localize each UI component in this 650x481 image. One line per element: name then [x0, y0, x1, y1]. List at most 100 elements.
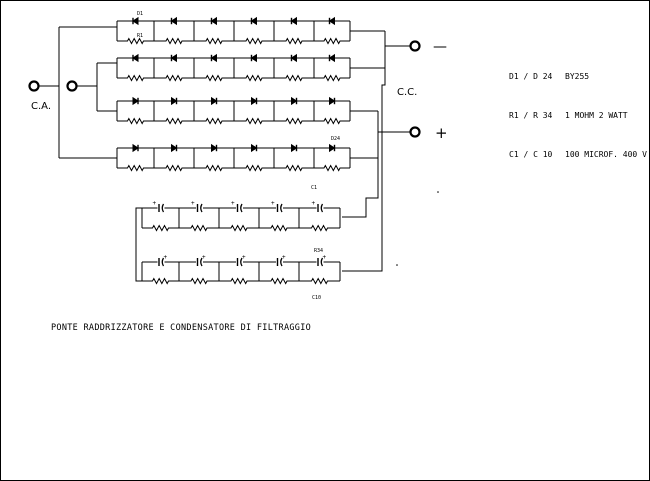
diode [290, 53, 297, 63]
resistor [194, 117, 234, 125]
legend-value: BY255 [565, 72, 590, 81]
capacitor: + [231, 200, 243, 213]
capacitor: + [236, 254, 246, 267]
resistor [142, 277, 179, 285]
wire [135, 207, 142, 282]
diode [170, 53, 177, 63]
svg-text:+: + [231, 200, 235, 207]
svg-text:+: + [153, 200, 157, 207]
resistor [274, 37, 314, 45]
resistor [234, 74, 274, 82]
resistor [194, 37, 234, 45]
ac-terminal-right [66, 80, 78, 92]
capacitor: + [271, 200, 283, 213]
diode [251, 143, 258, 153]
capacitor: + [317, 254, 327, 267]
diode [171, 96, 178, 106]
legend-row-resistors: R1 / R 34 1 MOHM 2 WATT [509, 109, 647, 122]
resistor [194, 74, 234, 82]
diode [211, 96, 218, 106]
resistor [314, 117, 350, 125]
resistor [179, 277, 219, 285]
svg-text:+: + [282, 254, 286, 261]
positive-sign: + [435, 124, 448, 142]
tag-r1: R1 [137, 33, 143, 39]
resistor [299, 277, 340, 285]
capacitor: + [276, 254, 286, 267]
legend-value: 1 MOHM 2 WATT [565, 111, 628, 120]
diode [328, 53, 335, 63]
tag-c10: C10 [312, 295, 321, 301]
legend-ref: R1 / R 34 [509, 111, 553, 120]
resistor [179, 224, 219, 232]
resistor [259, 277, 299, 285]
resistor [117, 164, 154, 172]
resistor [314, 164, 350, 172]
legend-value: 100 MICROF. 400 V [565, 150, 647, 159]
diode [291, 96, 298, 106]
svg-text:+: + [202, 254, 206, 261]
capacitor: + [158, 254, 168, 267]
resistor [259, 224, 299, 232]
diode [210, 53, 217, 63]
diode [291, 143, 298, 153]
resistor [314, 74, 350, 82]
capacitor: + [312, 200, 324, 213]
diode [132, 53, 139, 63]
svg-text:+: + [271, 200, 275, 207]
diagram-caption: PONTE RADDRIZZATORE E CONDENSATORE DI FI… [51, 323, 312, 333]
tag-d24: D24 [331, 136, 340, 142]
diode [290, 16, 297, 26]
resistor [154, 117, 194, 125]
resistor [299, 224, 340, 232]
wire [342, 158, 379, 218]
resistor [234, 117, 274, 125]
diode [211, 143, 218, 153]
resistor [234, 37, 274, 45]
diode [328, 16, 335, 26]
resistor [142, 224, 179, 232]
svg-text:+: + [312, 200, 316, 207]
legend-row-diodes: D1 / D 24 BY255 [509, 70, 647, 83]
tag-r34: R34 [314, 248, 323, 254]
resistor [314, 37, 350, 45]
resistor [219, 277, 259, 285]
diode [250, 53, 257, 63]
capacitor: + [196, 254, 206, 267]
diode [250, 16, 257, 26]
wire [342, 68, 386, 272]
ac-label: C.A. [31, 101, 51, 112]
component-legend: D1 / D 24 BY255 R1 / R 34 1 MOHM 2 WATT C1… [509, 44, 647, 187]
resistor [154, 74, 194, 82]
legend-ref: D1 / D 24 [509, 72, 553, 81]
diode [171, 143, 178, 153]
resistor [117, 117, 154, 125]
resistor [234, 164, 274, 172]
diode [329, 143, 336, 153]
resistor [219, 224, 259, 232]
diode [132, 16, 139, 26]
resistor [154, 37, 194, 45]
resistor [274, 117, 314, 125]
resistor [274, 164, 314, 172]
dc-terminal-positive [409, 126, 421, 138]
diode [132, 96, 139, 106]
diode [329, 96, 336, 106]
svg-text:+: + [242, 254, 246, 261]
diode [251, 96, 258, 106]
negative-sign: — [433, 39, 447, 55]
svg-text:+: + [164, 254, 168, 261]
resistor [117, 74, 154, 82]
tag-d1: D1 [137, 11, 143, 17]
diode [170, 16, 177, 26]
svg-text:+: + [191, 200, 195, 207]
dc-terminal-negative [409, 40, 421, 52]
resistor [194, 164, 234, 172]
svg-text:+: + [323, 254, 327, 261]
dc-label: C.C. [397, 87, 417, 98]
resistor [274, 74, 314, 82]
resistor [117, 37, 154, 45]
